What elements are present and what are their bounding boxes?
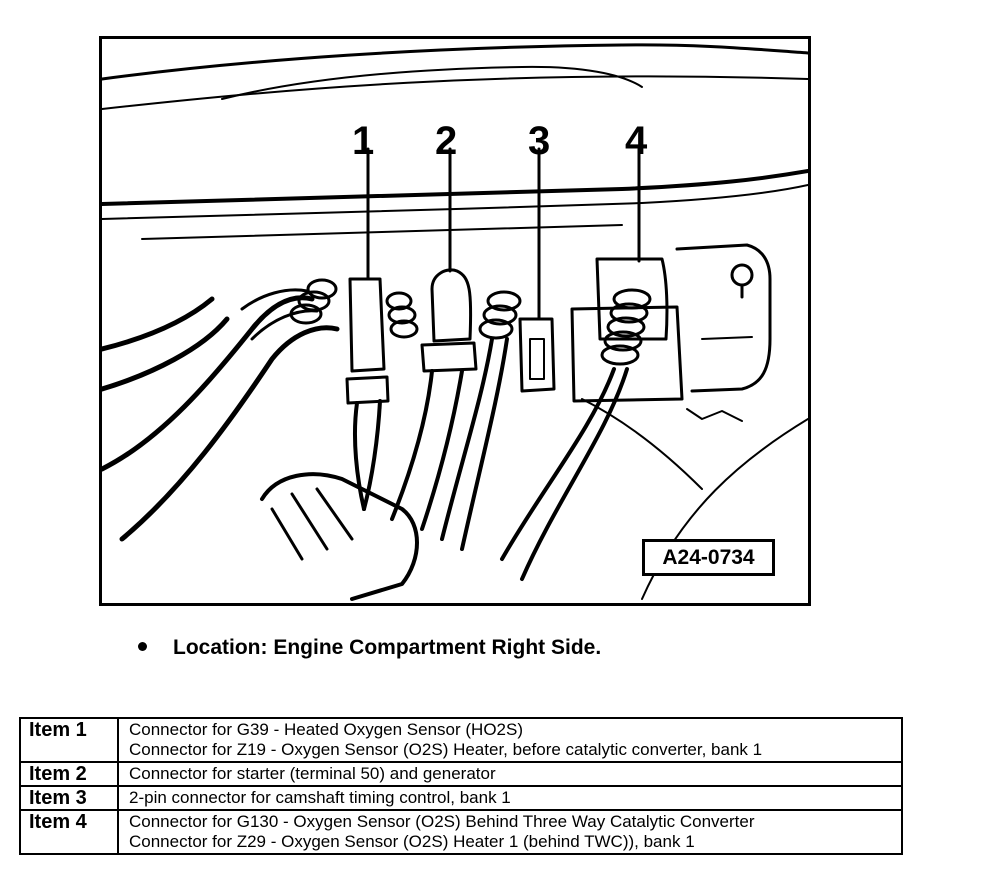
description-line: 2-pin connector for camshaft timing cont…	[129, 788, 511, 807]
item-description: 2-pin connector for camshaft timing cont…	[117, 785, 903, 811]
item-key: Item 2	[19, 761, 119, 787]
description-line: Connector for G39 - Heated Oxygen Sensor…	[129, 720, 524, 739]
table-row: Item 3 2-pin connector for camshaft timi…	[19, 785, 903, 811]
callout-2: 2	[435, 119, 458, 163]
engine-compartment-illustration: 1 2 3 4 A24-0734	[99, 36, 811, 606]
item-description: Connector for G130 - Oxygen Sensor (O2S)…	[117, 809, 903, 855]
description-line: Connector for Z29 - Oxygen Sensor (O2S) …	[129, 832, 695, 851]
item-key: Item 4	[19, 809, 119, 855]
item-key: Item 3	[19, 785, 119, 811]
items-table: Item 1 Connector for G39 - Heated Oxygen…	[19, 717, 903, 855]
callout-3: 3	[528, 119, 551, 163]
description-line: Connector for G130 - Oxygen Sensor (O2S)…	[129, 812, 755, 831]
item-description: Connector for G39 - Heated Oxygen Sensor…	[117, 717, 903, 763]
callout-1: 1	[352, 119, 375, 163]
description-line: Connector for Z19 - Oxygen Sensor (O2S) …	[129, 740, 763, 759]
location-note: Location: Engine Compartment Right Side.	[138, 636, 601, 660]
line-drawing	[102, 43, 808, 601]
table-row: Item 4 Connector for G130 - Oxygen Senso…	[19, 809, 903, 855]
bullet-icon	[138, 641, 147, 651]
figure-id-label: A24-0734	[642, 539, 775, 576]
description-line: Connector for starter (terminal 50) and …	[129, 764, 496, 783]
location-text: Location: Engine Compartment Right Side.	[173, 636, 602, 659]
table-row: Item 1 Connector for G39 - Heated Oxygen…	[19, 717, 903, 763]
callout-4: 4	[625, 119, 648, 163]
table-row: Item 2 Connector for starter (terminal 5…	[19, 761, 903, 787]
item-key: Item 1	[19, 717, 119, 763]
item-description: Connector for starter (terminal 50) and …	[117, 761, 903, 787]
